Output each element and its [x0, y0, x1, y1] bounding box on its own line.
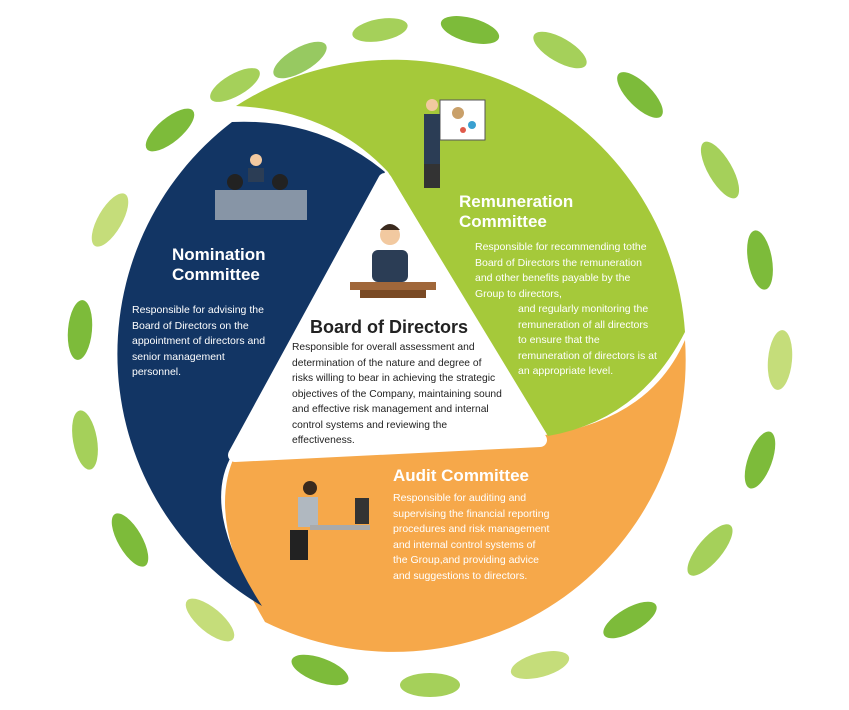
remuneration-title-line2: Committee — [459, 212, 547, 231]
center-triangle — [228, 173, 547, 462]
meeting-icon — [215, 154, 307, 220]
audit-segment — [225, 340, 686, 652]
board-description: Responsible for overall assessment and d… — [292, 342, 502, 446]
board-title: Board of Directors — [310, 317, 469, 337]
nomination-segment — [117, 121, 385, 607]
presenter-icon — [424, 99, 486, 188]
remuneration-segment — [236, 59, 685, 436]
nomination-title-line2: Committee — [172, 265, 260, 284]
nomination-title: Nomination Committee — [172, 245, 266, 285]
remuneration-title: Remuneration Committee — [459, 192, 573, 232]
remuneration-description-part1: Responsible for recommending tothe Board… — [475, 241, 647, 300]
leaf-wreath — [67, 16, 793, 697]
audit-workers-icon — [290, 481, 370, 560]
audit-title: Audit Committee — [393, 466, 529, 485]
nomination-title-line1: Nomination — [172, 245, 266, 264]
board-podium-icon — [350, 224, 436, 298]
remuneration-description-part2: and regularly monitoring the remuneratio… — [518, 303, 657, 377]
nomination-description: Responsible for advising the Board of Di… — [132, 304, 266, 378]
audit-description: Responsible for auditing and supervising… — [393, 492, 550, 582]
remuneration-title-line1: Remuneration — [459, 192, 574, 211]
